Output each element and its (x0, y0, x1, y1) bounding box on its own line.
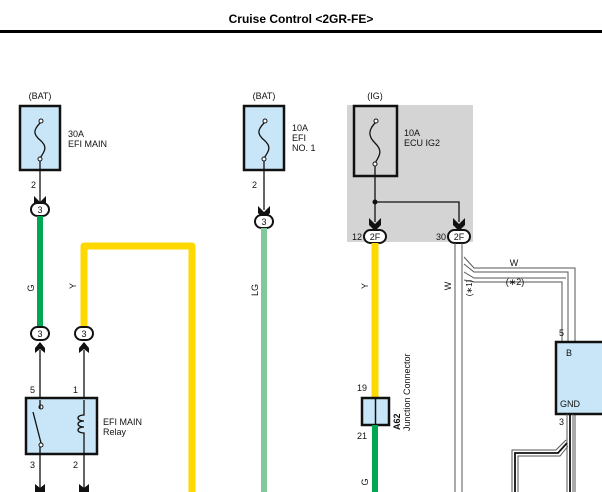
svg-text:(∗1): (∗1) (465, 279, 474, 296)
fuse3-fuse-icon (369, 121, 381, 164)
diagram-title: Cruise Control <2GR-FE> (228, 12, 374, 26)
fuse2-name: EFI (292, 133, 306, 143)
relay-name: EFI MAIN (103, 417, 142, 427)
relay-arrow-left-icon (35, 342, 45, 353)
fuse1-pin: 2 (31, 180, 36, 190)
svg-text:(∗2): (∗2) (506, 277, 525, 287)
svg-text:5: 5 (559, 328, 564, 338)
fuse3-name: ECU IG2 (404, 138, 440, 148)
wire-y-1 (80, 242, 196, 492)
svg-text:2: 2 (73, 460, 78, 470)
svg-text:NO. 1: NO. 1 (292, 143, 316, 153)
svg-text:3: 3 (37, 205, 42, 215)
ecu-pin-gnd-label: GND (560, 399, 581, 409)
svg-text:21: 21 (357, 431, 367, 441)
fuse3-arrow-left-icon (369, 218, 381, 231)
svg-text:Relay: Relay (103, 427, 127, 437)
cruise-ecu-box (554, 340, 602, 416)
ig-shaded-area (347, 105, 473, 242)
fuse1-name: EFI MAIN (68, 139, 107, 149)
svg-text:Y: Y (68, 283, 78, 289)
relay-connector-left (30, 326, 50, 341)
fuse1-fuse-icon (34, 121, 46, 159)
svg-text:G: G (360, 478, 370, 485)
fuse3-source-label: (IG) (367, 91, 383, 101)
relay-connector-right (74, 326, 94, 341)
relay-out-arrow-left-icon (35, 484, 45, 492)
svg-text:30: 30 (436, 232, 446, 242)
svg-text:W: W (443, 281, 453, 290)
svg-text:3: 3 (81, 329, 86, 339)
ecu-pin-b-label: B (566, 348, 572, 358)
relay-coil-icon (77, 400, 85, 454)
svg-text:3: 3 (30, 460, 35, 470)
fuse2-pin: 2 (252, 180, 257, 190)
fuse2-source-label: (BAT) (253, 91, 276, 101)
efi-main-relay (24, 396, 99, 456)
fuse3-arrow-right-icon (453, 218, 465, 231)
junction-id: A62 (392, 413, 402, 430)
relay-arrow-right-icon (79, 342, 89, 353)
svg-text:2F: 2F (454, 232, 465, 242)
fuse2-rating: 10A (292, 123, 308, 133)
relay-out-arrow-right-icon (79, 484, 89, 492)
svg-text:5: 5 (30, 385, 35, 395)
svg-text:2F: 2F (370, 232, 381, 242)
connector-2f-right (447, 229, 471, 244)
svg-text:19: 19 (357, 383, 367, 393)
wire-gnd-group (511, 414, 574, 492)
fuse1-source-label: (BAT) (29, 91, 52, 101)
svg-text:1: 1 (73, 385, 78, 395)
svg-text:W: W (510, 258, 519, 268)
svg-text:12: 12 (352, 232, 362, 242)
junction-label: Junction Connector (402, 353, 412, 431)
svg-text:Y: Y (360, 283, 370, 289)
fuse2-fuse-icon (258, 121, 270, 159)
fuse1-rating: 30A (68, 129, 84, 139)
svg-text:G: G (26, 284, 36, 291)
fuse3-rating: 10A (404, 128, 420, 138)
svg-text:LG: LG (250, 284, 260, 296)
relay-switch-icon (32, 411, 42, 444)
svg-text:3: 3 (261, 217, 266, 227)
title-rule (0, 30, 602, 33)
svg-text:3: 3 (37, 329, 42, 339)
svg-text:3: 3 (559, 417, 564, 427)
